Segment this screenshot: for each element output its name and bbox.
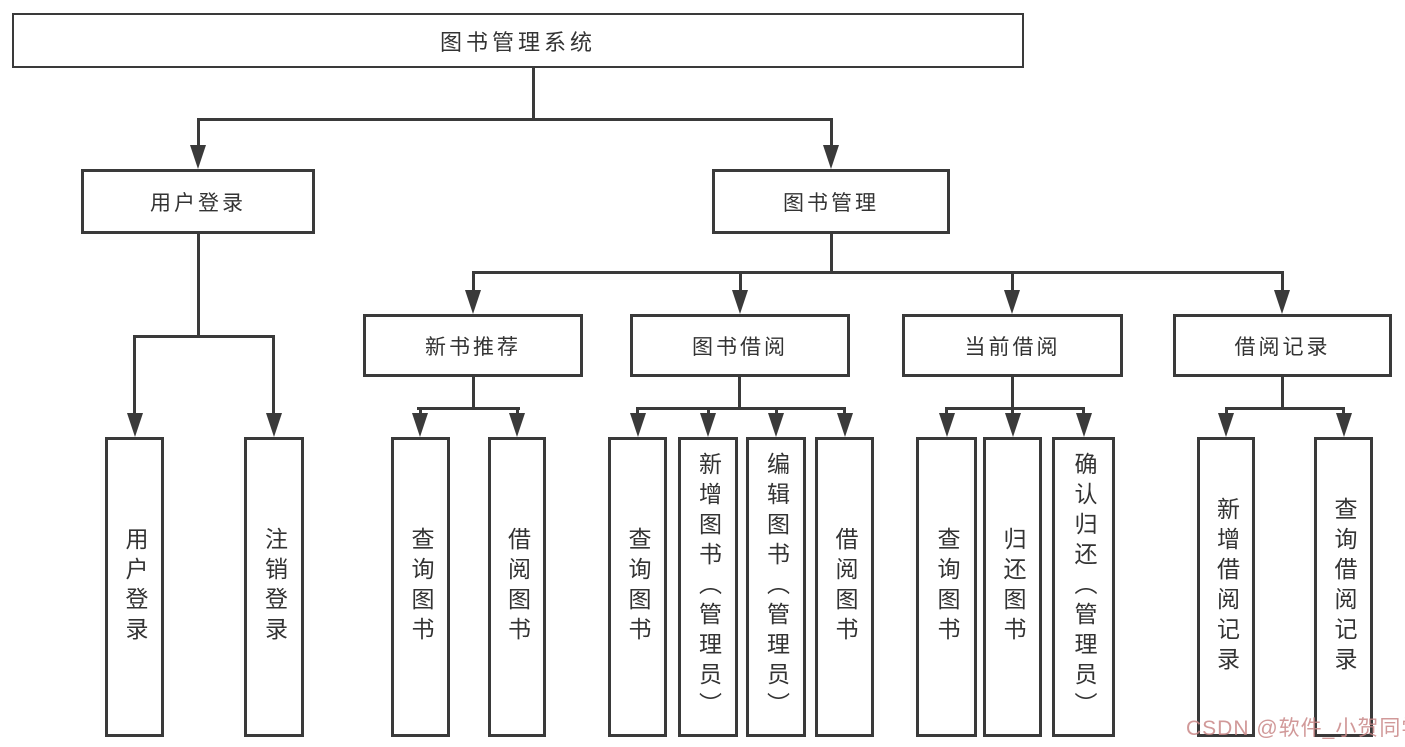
connector-vline — [843, 407, 846, 413]
leaf-query-books-borrowing: 查询图书 — [608, 437, 667, 737]
arrowhead-down-icon — [465, 290, 481, 314]
connector-vline — [197, 118, 200, 145]
connector-hline — [1225, 407, 1345, 410]
leaf-add-borrow-record: 新增借阅记录 — [1197, 437, 1255, 737]
leaf-return-books: 归还图书 — [983, 437, 1042, 737]
connector-vline — [133, 335, 136, 413]
node-library-system: 图书管理系统 — [12, 13, 1024, 68]
arrowhead-down-icon — [768, 413, 784, 437]
leaf-query-borrow-record-label: 查询借阅记录 — [1331, 497, 1357, 677]
arrowhead-down-icon — [732, 290, 748, 314]
leaf-borrow-books-recommend-label: 借阅图书 — [504, 527, 531, 647]
connector-vline — [707, 407, 710, 413]
connector-vline — [1011, 271, 1014, 290]
arrowhead-down-icon — [127, 413, 143, 437]
arrowhead-down-icon — [1004, 290, 1020, 314]
connector-hline — [945, 407, 1085, 410]
connector-vline — [197, 234, 200, 335]
leaf-user-login-label: 用户登录 — [122, 527, 148, 647]
node-user-login: 用户登录 — [81, 169, 315, 234]
node-book-borrowing-label: 图书借阅 — [692, 335, 788, 359]
leaf-logout-label: 注销登录 — [261, 527, 288, 647]
connector-vline — [830, 118, 833, 145]
leaf-confirm-return-admin: 确认归还（管理员） — [1052, 437, 1115, 737]
node-borrowing-records: 借阅记录 — [1173, 314, 1392, 377]
leaf-edit-books-admin-label: 编辑图书（管理员） — [763, 452, 790, 722]
arrowhead-down-icon — [190, 145, 206, 169]
node-current-borrowing: 当前借阅 — [902, 314, 1123, 377]
arrowhead-down-icon — [700, 413, 716, 437]
arrowhead-down-icon — [630, 413, 646, 437]
leaf-query-books-current: 查询图书 — [916, 437, 977, 737]
leaf-confirm-return-admin-label: 确认归还（管理员） — [1071, 452, 1097, 722]
arrowhead-down-icon — [823, 145, 839, 169]
arrowhead-down-icon — [1336, 413, 1352, 437]
leaf-query-borrow-record: 查询借阅记录 — [1314, 437, 1373, 737]
connector-vline — [945, 407, 948, 413]
connector-vline — [472, 377, 475, 407]
node-book-borrowing: 图书借阅 — [630, 314, 850, 377]
connector-vline — [1281, 271, 1284, 290]
connector-hline — [636, 407, 846, 410]
arrowhead-down-icon — [1274, 290, 1290, 314]
leaf-borrow-books-borrowing: 借阅图书 — [815, 437, 874, 737]
connector-vline — [272, 335, 275, 413]
leaf-logout: 注销登录 — [244, 437, 304, 737]
node-new-book-recommend: 新书推荐 — [363, 314, 583, 377]
leaf-add-books-admin: 新增图书（管理员） — [678, 437, 738, 737]
leaf-return-books-label: 归还图书 — [1000, 527, 1026, 647]
leaf-edit-books-admin: 编辑图书（管理员） — [746, 437, 806, 737]
arrowhead-down-icon — [509, 413, 525, 437]
connector-vline — [419, 407, 422, 413]
node-user-login-label: 用户登录 — [150, 191, 246, 215]
leaf-borrow-books-recommend: 借阅图书 — [488, 437, 546, 737]
leaf-query-books-recommend: 查询图书 — [391, 437, 450, 737]
leaf-query-books-recommend-label: 查询图书 — [408, 527, 434, 647]
node-current-borrowing-label: 当前借阅 — [964, 335, 1061, 359]
arrowhead-down-icon — [837, 413, 853, 437]
node-borrowing-records-label: 借阅记录 — [1234, 335, 1331, 359]
connector-vline — [532, 68, 535, 118]
arrowhead-down-icon — [1076, 413, 1092, 437]
arrowhead-down-icon — [939, 413, 955, 437]
node-book-management: 图书管理 — [712, 169, 950, 234]
connector-hline — [133, 335, 275, 338]
leaf-add-books-admin-label: 新增图书（管理员） — [695, 452, 722, 722]
leaf-user-login: 用户登录 — [105, 437, 164, 737]
arrowhead-down-icon — [1218, 413, 1234, 437]
connector-vline — [739, 271, 742, 290]
leaf-borrow-books-borrowing-label: 借阅图书 — [832, 527, 858, 647]
connector-vline — [516, 407, 519, 413]
node-new-book-recommend-label: 新书推荐 — [425, 335, 521, 359]
connector-vline — [1011, 407, 1014, 413]
leaf-query-books-current-label: 查询图书 — [934, 527, 960, 647]
node-library-system-label: 图书管理系统 — [439, 29, 596, 55]
watermark: CSDN @软件_小贺同学 — [1186, 717, 1405, 740]
connector-hline — [417, 407, 520, 410]
arrowhead-down-icon — [1005, 413, 1021, 437]
connector-hline — [472, 271, 1284, 274]
connector-vline — [1011, 377, 1014, 407]
connector-vline — [472, 271, 475, 290]
leaf-add-borrow-record-label: 新增借阅记录 — [1213, 497, 1240, 677]
leaf-query-books-borrowing-label: 查询图书 — [625, 527, 651, 647]
connector-vline — [636, 407, 639, 413]
arrowhead-down-icon — [412, 413, 428, 437]
connector-vline — [738, 377, 741, 407]
connector-vline — [1225, 407, 1228, 413]
connector-vline — [1342, 407, 1345, 413]
node-book-management-label: 图书管理 — [783, 191, 879, 215]
connector-vline — [1082, 407, 1085, 413]
connector-vline — [775, 407, 778, 413]
connector-hline — [197, 118, 833, 121]
connector-vline — [1281, 377, 1284, 407]
arrowhead-down-icon — [266, 413, 282, 437]
connector-vline — [830, 234, 833, 271]
